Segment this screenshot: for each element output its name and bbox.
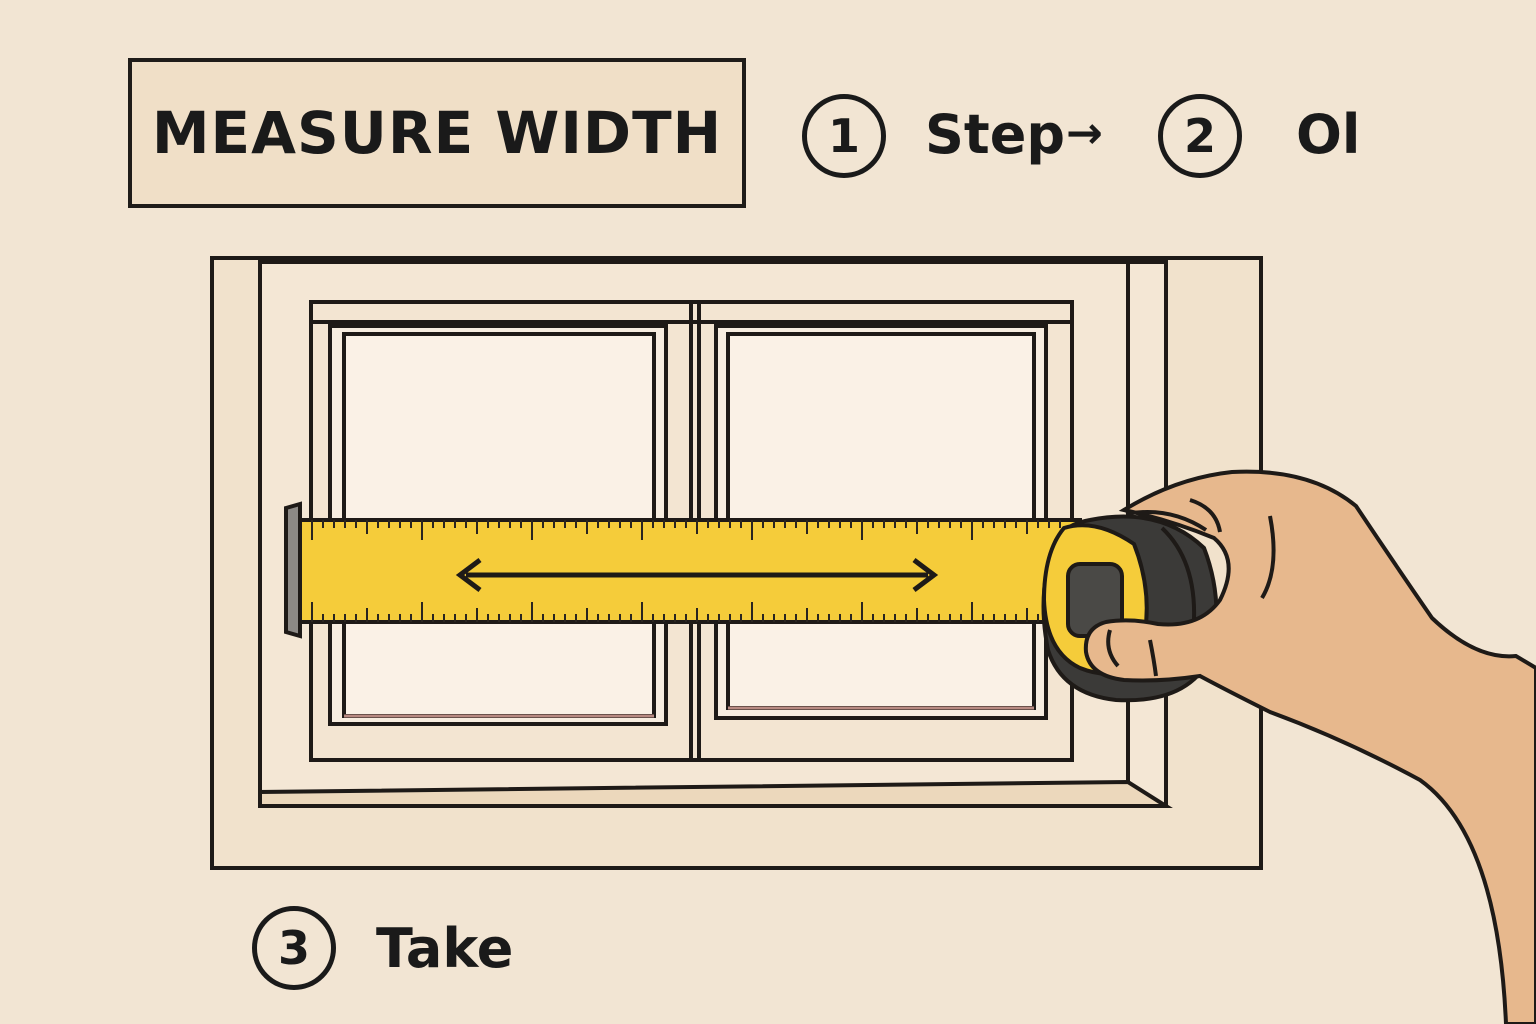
step-1-number: 1: [827, 109, 860, 163]
tape-blade: [298, 518, 1082, 624]
step-3-label: Take: [376, 917, 514, 980]
hand: [1083, 469, 1536, 1024]
tape-measure: [284, 501, 1219, 703]
step-2-number: 2: [1183, 109, 1216, 163]
step-1-label: Step: [925, 103, 1065, 166]
step-2-badge: 2: [1158, 94, 1242, 178]
tape-ticks: [311, 520, 1061, 622]
right-arrow-icon: →: [1066, 108, 1103, 159]
step-1-badge: 1: [802, 94, 886, 178]
step-2-label: Ol: [1296, 103, 1361, 166]
step-3-badge: 3: [252, 906, 336, 990]
step-3-number: 3: [277, 921, 310, 975]
title-box: MEASURE WIDTH: [128, 58, 746, 208]
page-title: MEASURE WIDTH: [151, 99, 723, 167]
width-arrow-icon: [455, 558, 939, 592]
